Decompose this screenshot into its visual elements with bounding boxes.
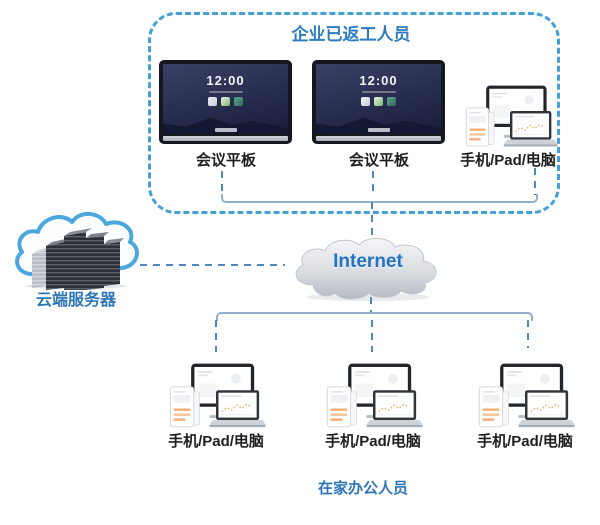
connector-tablet2-down xyxy=(372,171,374,195)
device-cluster-home-2 xyxy=(323,362,423,435)
returned-staff-group-box xyxy=(148,12,560,214)
tablet-date-line xyxy=(361,91,396,93)
tablet-date-line xyxy=(208,91,243,93)
connector-internet-down xyxy=(370,297,372,313)
phone-icon xyxy=(465,107,495,147)
meeting-tablet-2: 12:00 xyxy=(312,60,445,144)
internet-cloud: Internet xyxy=(283,233,453,303)
tablet-screen: 12:00 xyxy=(163,64,288,134)
connector-tablet1-down xyxy=(221,171,223,195)
device-cluster-label-home-3: 手机/Pad/电脑 xyxy=(477,433,573,450)
connector-home2-down xyxy=(371,320,373,352)
tablet-app-row xyxy=(316,97,441,106)
whiteboard-app-icon xyxy=(208,97,217,106)
home-staff-group-title: 在家办公人员 xyxy=(317,480,408,497)
screenshare-app-icon xyxy=(234,97,243,106)
laptop-icon xyxy=(209,390,266,428)
device-cluster-art xyxy=(465,85,558,147)
phone-icon xyxy=(478,386,509,428)
device-cluster-label-home-2: 手机/Pad/电脑 xyxy=(325,433,421,450)
screenshare-app-icon xyxy=(387,97,396,106)
internet-cloud-shape xyxy=(295,238,437,300)
device-cluster-label-home-1: 手机/Pad/电脑 xyxy=(168,433,264,450)
device-cluster-label-office: 手机/Pad/电脑 xyxy=(460,152,556,169)
laptop-icon xyxy=(366,390,423,428)
meeting-tablet-label-1: 会议平板 xyxy=(195,152,256,169)
meeting-app-icon xyxy=(221,97,230,106)
tablet-logo-bar xyxy=(367,128,390,132)
cloud-server-icon xyxy=(10,208,142,292)
connector-home3-down xyxy=(527,320,529,348)
meeting-tablet-label-2: 会议平板 xyxy=(348,152,409,169)
device-cluster-home-3 xyxy=(475,362,575,435)
laptop-icon xyxy=(518,390,575,428)
device-cluster-office xyxy=(462,84,558,154)
connector-bottom-bracket xyxy=(216,312,533,321)
connector-home1-down xyxy=(215,320,217,352)
server-racks xyxy=(32,228,124,292)
meeting-tablet-1: 12:00 xyxy=(159,60,292,144)
returned-staff-group-title: 企业已返工人员 xyxy=(291,25,411,44)
tablet-chin xyxy=(163,136,288,141)
laptop-icon xyxy=(503,111,558,147)
tablet-screen: 12:00 xyxy=(316,64,441,134)
tablet-clock: 12:00 xyxy=(206,73,245,88)
device-cluster-home-1 xyxy=(166,362,266,435)
whiteboard-app-icon xyxy=(361,97,370,106)
tablet-chin xyxy=(316,136,441,141)
tablet-app-row xyxy=(163,97,288,106)
phone-icon xyxy=(326,386,357,428)
device-cluster-art xyxy=(169,363,266,428)
connector-group-to-internet xyxy=(371,202,373,237)
device-cluster-art xyxy=(478,363,575,428)
connector-server-to-internet xyxy=(140,264,285,266)
tablet-logo-bar xyxy=(214,128,237,132)
device-cluster-art xyxy=(326,363,423,428)
connector-top-bracket xyxy=(221,194,538,203)
internet-label: Internet xyxy=(333,251,403,272)
phone-icon xyxy=(169,386,200,428)
connector-cluster-down xyxy=(534,168,536,195)
cloud-server-label: 云端服务器 xyxy=(35,292,116,309)
tablet-clock: 12:00 xyxy=(359,73,398,88)
meeting-app-icon xyxy=(374,97,383,106)
